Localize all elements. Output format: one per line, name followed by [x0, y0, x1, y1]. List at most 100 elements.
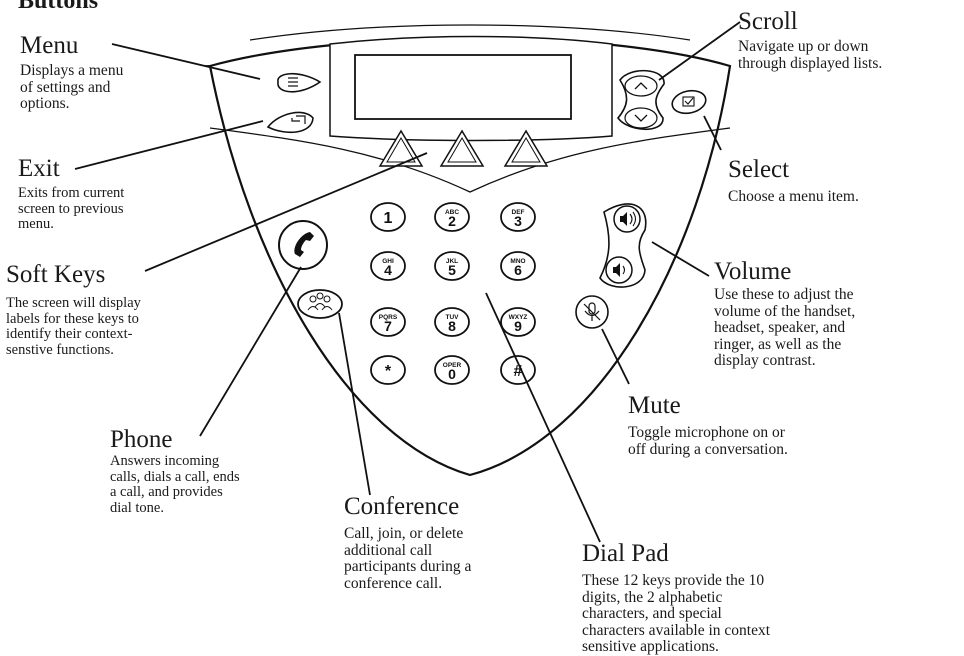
exit-button[interactable] [266, 111, 314, 134]
label-phone-line-2: calls, dials a call, ends [110, 468, 240, 485]
key-pound[interactable]: # [500, 355, 536, 385]
key-digit: # [514, 363, 523, 380]
key-digit: 9 [514, 318, 522, 334]
menu-button[interactable] [277, 72, 322, 93]
label-phone: Phone Answers incoming calls, dials a ca… [110, 426, 240, 516]
label-conference-line-3: participants during a [344, 558, 472, 575]
soft-key-2[interactable] [439, 129, 485, 167]
console-panel [209, 127, 731, 193]
microphone-mute-icon [583, 302, 601, 321]
label-conference-line-4: conference call. [344, 574, 443, 592]
key-digit: 8 [448, 318, 456, 334]
key-digit: 2 [448, 213, 456, 229]
console-top-edge [249, 24, 691, 41]
label-scroll-desc: Navigate up or down through displayed li… [738, 38, 883, 72]
label-volume-line-3: headset, speaker, and [714, 319, 846, 336]
label-scroll-title: Scroll [738, 8, 798, 35]
label-dialpad: Dial Pad These 12 keys provide the 10 di… [582, 540, 770, 656]
key-digit: 0 [448, 366, 456, 382]
key-digit: 4 [384, 262, 392, 278]
conference-button[interactable] [297, 289, 343, 319]
label-softkeys-desc: The screen will display labels for these… [6, 295, 141, 358]
label-dialpad-line-3: characters, and special [582, 605, 722, 622]
handset-icon [294, 232, 314, 257]
speaker-soft-icon [613, 263, 626, 277]
key-digit: 1 [384, 210, 393, 227]
speaker-loud-icon [620, 211, 637, 227]
label-exit: Exit Exits from current screen to previo… [18, 155, 124, 233]
label-volume-line-1: Use these to adjust the [714, 286, 854, 303]
display-screen [354, 54, 572, 120]
soft-key-3[interactable] [503, 129, 549, 167]
label-select-line-1: Choose a menu item. [728, 188, 859, 205]
label-phone-title: Phone [110, 426, 173, 453]
label-conference: Conference Call, join, or delete additio… [344, 493, 471, 592]
key-letters: MNO [510, 258, 525, 265]
label-conference-line-1: Call, join, or delete [344, 525, 464, 542]
label-conference-title: Conference [344, 493, 460, 520]
label-exit-desc: Exits from current screen to previous me… [18, 185, 125, 233]
label-mute-line-2: off during a conversation. [628, 440, 788, 458]
volume-rocker[interactable] [599, 203, 647, 288]
label-volume-title: Volume [714, 258, 792, 285]
select-button[interactable] [670, 88, 708, 117]
key-letters: DEF [512, 209, 525, 216]
exit-arrow-icon [291, 115, 306, 124]
label-conference-line-2: additional call [344, 541, 433, 559]
key-digit: * [385, 363, 392, 380]
page-heading: Buttons [18, 0, 99, 14]
label-dialpad-desc: These 12 keys provide the 10 digits, the… [582, 572, 770, 656]
phone-button[interactable] [278, 220, 328, 270]
label-softkeys-line-3: identify their context- [6, 326, 133, 342]
key-digit: 6 [514, 262, 522, 278]
label-scroll: Scroll Navigate up or down through displ… [738, 8, 882, 72]
key-letters: PQRS [379, 314, 398, 321]
label-volume-line-5: display contrast. [714, 352, 816, 369]
key-digit: 3 [514, 213, 522, 229]
label-softkeys-line-1: The screen will display [6, 295, 141, 311]
key-star[interactable]: * [370, 355, 406, 385]
label-softkeys-line-2: labels for these keys to [6, 310, 139, 327]
chevron-down-icon [634, 114, 648, 122]
label-dialpad-title: Dial Pad [582, 540, 669, 567]
key-1[interactable]: 1 [370, 202, 406, 232]
label-exit-line-3: menu. [18, 216, 54, 232]
key-letters: ABC [445, 209, 459, 216]
label-exit-line-2: screen to previous [18, 200, 124, 217]
label-softkeys-line-4: senstive functions. [6, 341, 114, 358]
label-softkeys: Soft Keys The screen will display labels… [6, 261, 141, 358]
menu-list-icon [288, 77, 298, 87]
people-group-icon [307, 292, 333, 311]
checkbox-icon [682, 96, 695, 107]
label-phone-line-1: Answers incoming [110, 453, 220, 469]
key-letters: OPER [443, 362, 462, 369]
label-volume: Volume Use these to adjust the volume of… [714, 258, 855, 370]
label-exit-line-1: Exits from current [18, 185, 125, 201]
label-mute: Mute Toggle microphone on or off during … [628, 392, 788, 458]
scroll-rocker[interactable] [616, 69, 665, 130]
label-volume-line-2: volume of the handset, [714, 302, 856, 320]
leader-lines [74, 21, 741, 543]
label-volume-desc: Use these to adjust the volume of the ha… [714, 286, 856, 370]
key-letters: TUV [446, 314, 460, 321]
label-dialpad-line-1: These 12 keys provide the 10 [582, 572, 765, 589]
key-letters: WXYZ [509, 314, 528, 321]
key-letters: JKL [446, 258, 458, 265]
soft-key-1[interactable] [378, 129, 424, 167]
label-scroll-line-2: through displayed lists. [738, 54, 883, 72]
label-menu-desc: Displays a menu of settings and options. [20, 62, 123, 113]
key-digit: 5 [448, 262, 456, 278]
label-exit-title: Exit [18, 155, 60, 182]
mute-button[interactable] [575, 295, 609, 329]
